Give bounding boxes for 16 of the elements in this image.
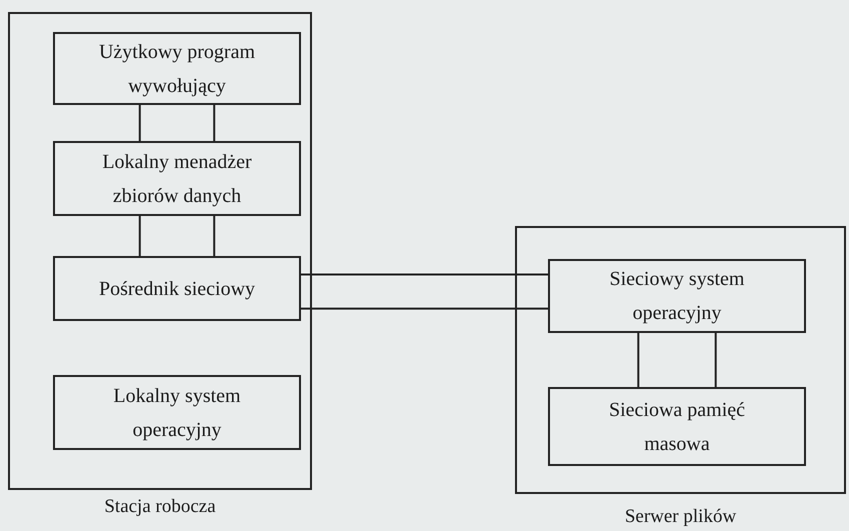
connector-line	[213, 105, 216, 141]
connector-line	[714, 333, 717, 387]
process-box: Lokalny menadżer zbiorów danych	[53, 141, 301, 216]
process-box: Sieciowa pamięć masowa	[548, 387, 806, 466]
connector-line	[213, 216, 216, 256]
process-box: Sieciowy system operacyjny	[548, 259, 806, 333]
connector-line	[301, 274, 548, 276]
connector-line	[138, 105, 141, 141]
process-box: Użytkowy program wywołujący	[53, 32, 301, 105]
connector-line	[301, 308, 548, 310]
connector-line	[138, 216, 141, 256]
process-box: Pośrednik sieciowy	[53, 256, 301, 321]
connector-line	[637, 333, 640, 387]
group-caption: Serwer plików	[624, 506, 736, 528]
group-caption: Stacja robocza	[104, 496, 216, 518]
process-box: Lokalny system operacyjny	[53, 375, 301, 450]
